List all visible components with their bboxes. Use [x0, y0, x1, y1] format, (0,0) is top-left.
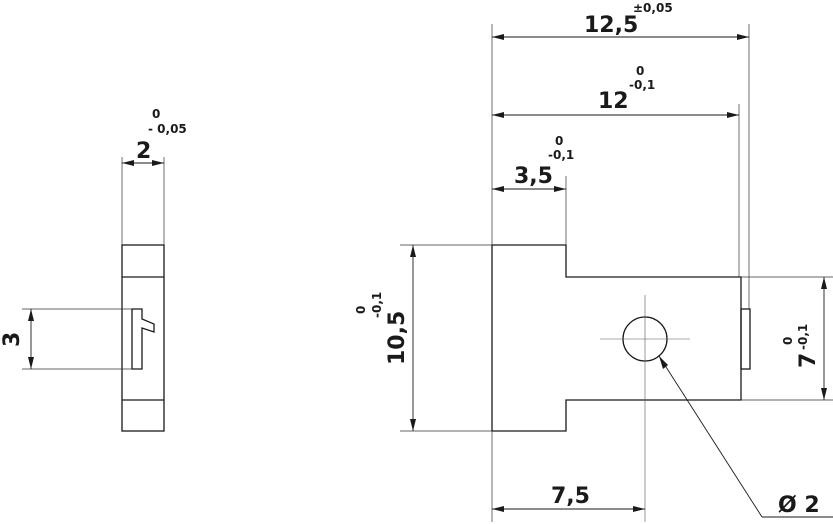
side-view: 2 0 - 0,05 3 — [0, 107, 187, 432]
overall-length-tol: ±0,05 — [633, 1, 673, 15]
body-length-value: 12 — [598, 89, 629, 114]
arrowhead — [410, 245, 416, 257]
arrowhead — [554, 186, 566, 192]
front-view-pin — [740, 308, 751, 370]
head-length-tol-lower: -0,1 — [548, 148, 574, 162]
arrowhead — [633, 506, 645, 512]
body-length-tol-lower: -0,1 — [629, 78, 655, 92]
arrowhead — [492, 112, 504, 118]
hole-position-value: 7,5 — [551, 484, 590, 509]
head-height-tol-lower: -0,1 — [370, 292, 384, 318]
arrowhead — [122, 160, 134, 166]
head-length-tol-upper: 0 — [555, 134, 563, 148]
front-view-outline — [491, 244, 742, 432]
arrowhead — [410, 419, 416, 431]
arrowhead — [28, 309, 34, 321]
head-height-tol-upper: 0 — [354, 306, 368, 314]
arrowhead — [737, 34, 749, 40]
arrowhead — [821, 388, 827, 400]
arrowhead — [659, 356, 668, 369]
side-view-outline — [121, 244, 165, 432]
head-height-value: 10,5 — [385, 311, 410, 365]
arrowhead — [727, 112, 739, 118]
arrowhead — [492, 186, 504, 192]
arrowhead — [492, 506, 504, 512]
body-height-tol-upper: 0 — [781, 337, 795, 345]
overall-length-value: 12,5 — [584, 13, 638, 38]
leader-line — [658, 355, 763, 518]
side-width-tol-upper: 0 — [152, 107, 160, 121]
arrowhead — [821, 277, 827, 289]
head-length-value: 3,5 — [514, 164, 553, 189]
body-height-value: 7 — [796, 353, 821, 368]
side-view-slot — [131, 308, 155, 370]
front-view: 12,5 ±0,05 12 0 -0,1 3,5 0 -0,1 10,5 0 -… — [354, 1, 833, 522]
body-height-tol-lower: -0,1 — [796, 324, 810, 350]
arrowhead — [492, 34, 504, 40]
arrowhead — [152, 160, 164, 166]
body-length-tol-upper: 0 — [636, 64, 644, 78]
hole-diameter-value: Ø 2 — [778, 493, 820, 518]
side-width-value: 2 — [136, 139, 151, 164]
arrowhead — [28, 357, 34, 369]
slot-height-value: 3 — [0, 332, 25, 347]
side-width-tol-lower: - 0,05 — [148, 122, 187, 136]
